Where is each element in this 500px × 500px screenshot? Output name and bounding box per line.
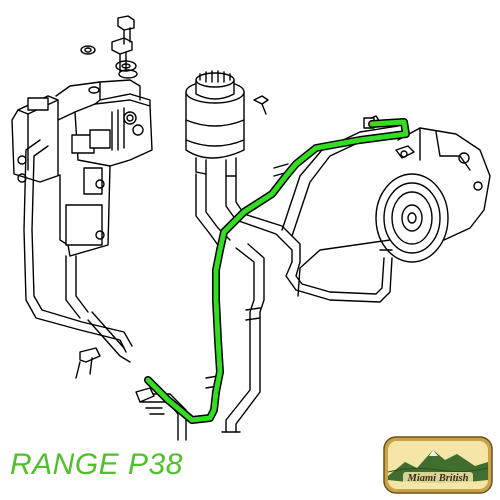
return-pipe xyxy=(225,175,393,303)
supply-pipe xyxy=(195,173,265,433)
steering-box-pipes xyxy=(23,139,133,379)
washer-icon xyxy=(80,45,138,94)
hose-clamp-icon xyxy=(205,115,381,389)
bolt-icon xyxy=(111,15,135,73)
logo-text: Miami British xyxy=(407,473,469,484)
steering-box-icon xyxy=(11,79,153,257)
caption: RANGE P38 xyxy=(10,448,183,481)
power-steering-pump-icon xyxy=(375,127,491,263)
highlighted-hose xyxy=(144,118,410,424)
miami-british-logo: Miami British xyxy=(383,436,493,494)
fluid-reservoir-icon xyxy=(185,70,269,177)
